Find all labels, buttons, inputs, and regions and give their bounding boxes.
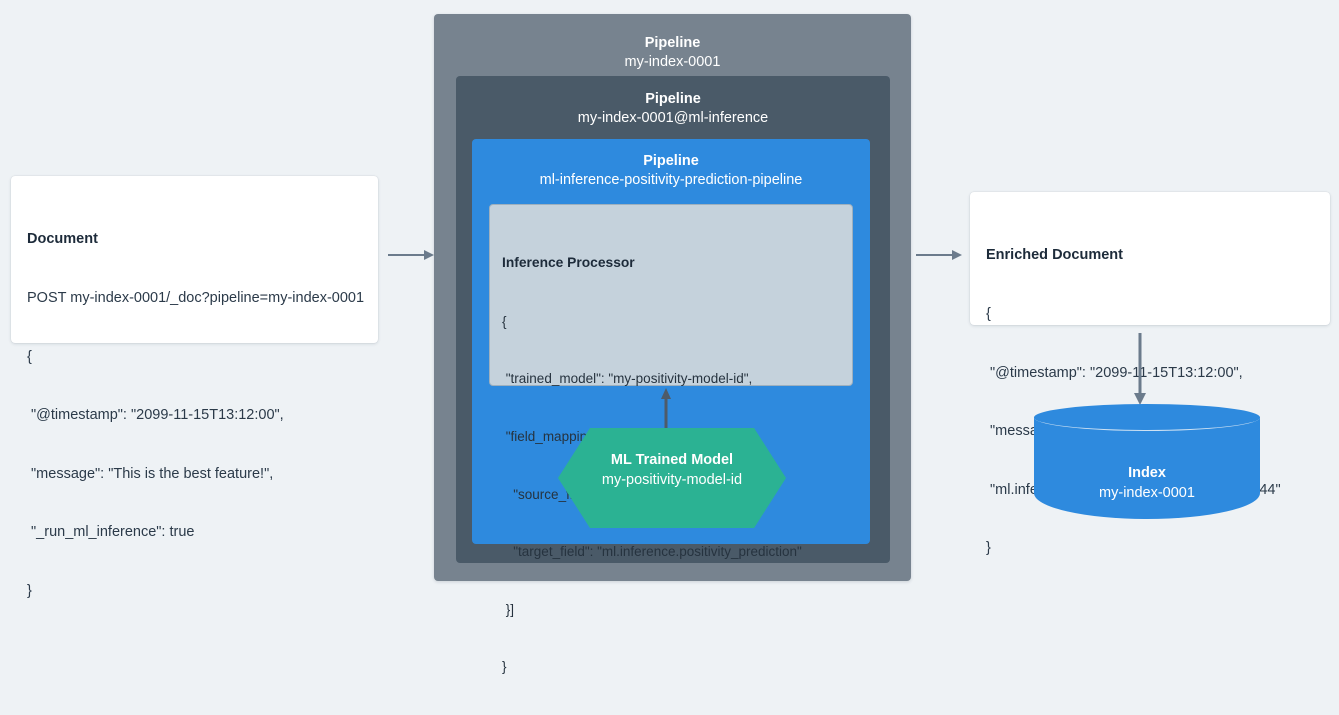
inference-processor-line-4: "target_field": "ml.inference.positivity… xyxy=(502,544,802,560)
document-card-title: Document xyxy=(27,231,98,247)
inference-processor-box: Inference Processor { "trained_model": "… xyxy=(489,204,853,674)
inference-processor-line-0: { xyxy=(502,313,507,329)
pipeline-outer-id: my-index-0001 xyxy=(624,54,721,70)
pipeline-outer-name: Pipeline xyxy=(644,35,701,51)
pipeline-middle-id: my-index-0001@ml-inference xyxy=(577,110,769,126)
index-name: Index xyxy=(1128,465,1166,481)
document-card: Document POST my-index-0001/_doc?pipelin… xyxy=(11,176,378,599)
enriched-document-line-0: { xyxy=(986,306,991,322)
pipeline-middle-name: Pipeline xyxy=(645,91,701,107)
document-line-3: "message": "This is the best feature!", xyxy=(27,465,274,482)
index-id: my-index-0001 xyxy=(1099,485,1195,501)
inference-processor-line-1: "trained_model": "my-positivity-model-id… xyxy=(502,371,753,387)
index-cylinder: Index my-index-0001 xyxy=(1034,404,1260,532)
enriched-document-line-1: "@timestamp": "2099-11-15T13:12:00", xyxy=(986,364,1243,381)
document-line-1: { xyxy=(27,348,32,365)
arrow-pipeline-to-enriched-document-icon xyxy=(916,248,962,267)
ml-trained-model-hexagon: ML Trained Model my-positivity-model-id xyxy=(558,428,786,528)
ml-trained-model-id: my-positivity-model-id xyxy=(601,472,743,488)
pipeline-inner-name: Pipeline xyxy=(643,153,699,169)
enriched-document-card: Enriched Document { "@timestamp": "2099-… xyxy=(970,192,1330,556)
index-label-group: Index my-index-0001 xyxy=(1034,464,1260,503)
diagram-canvas: Document POST my-index-0001/_doc?pipelin… xyxy=(11,14,1330,674)
inference-processor-title: Inference Processor xyxy=(502,255,635,271)
document-line-5: } xyxy=(27,582,32,599)
pipeline-inner-id: ml-inference-positivity-prediction-pipel… xyxy=(539,172,803,188)
ml-trained-model-name: ML Trained Model xyxy=(610,452,734,468)
arrow-document-to-pipeline-icon xyxy=(388,248,434,267)
inference-processor-line-6: } xyxy=(502,659,507,675)
enriched-document-title: Enriched Document xyxy=(986,247,1123,263)
document-line-0: POST my-index-0001/_doc?pipeline=my-inde… xyxy=(27,290,365,306)
enriched-document-line-4: } xyxy=(986,540,991,556)
inference-processor-line-5: }] xyxy=(502,601,515,617)
document-line-2: "@timestamp": "2099-11-15T13:12:00", xyxy=(27,407,284,423)
index-cylinder-body xyxy=(1034,417,1260,519)
arrow-enriched-document-to-index-icon xyxy=(1132,333,1148,410)
document-line-4: "_run_ml_inference": true xyxy=(27,524,195,540)
arrow-ml-model-to-inference-processor-icon xyxy=(658,388,674,437)
index-cylinder-top-ellipse xyxy=(1034,404,1260,431)
